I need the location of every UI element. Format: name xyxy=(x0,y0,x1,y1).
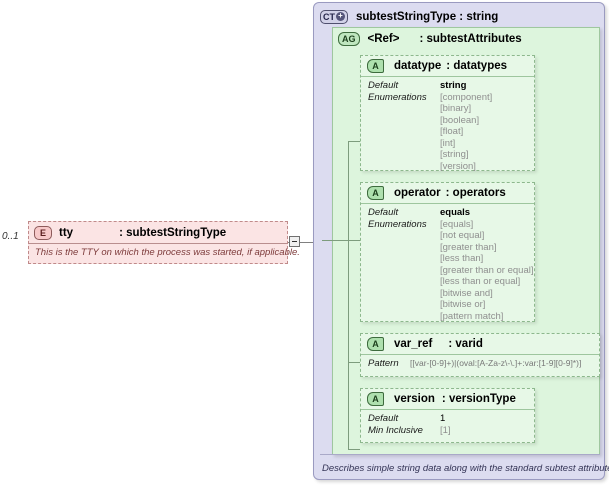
attribute-box-varref[interactable]: A var_ref : varid Pattern [[var-[0-9]+)|… xyxy=(360,333,600,377)
facet-value-default: string xyxy=(440,80,467,91)
facet-label-min-inclusive: Min Inclusive xyxy=(368,424,423,436)
facet-values-varref: [[var-[0-9]+)|(oval:[A-Za-z\-\.]+:var:[1… xyxy=(410,358,581,370)
complextype-box: CT+ subtestStringType : string AG <Ref> … xyxy=(313,2,609,480)
element-tty-box[interactable]: E tty : subtestStringType This is the TT… xyxy=(28,221,300,264)
plus-icon[interactable]: + xyxy=(336,12,345,21)
facet-value-min-inclusive: [1] xyxy=(440,424,451,436)
facet-value-enum: [bitwise and] xyxy=(440,287,493,299)
element-tty-header: E tty : subtestStringType xyxy=(29,222,287,244)
attributegroup-box[interactable]: AG <Ref> : subtestAttributes A datatype … xyxy=(322,27,600,455)
attribute-box-operator[interactable]: A operator : operators Default Enumerati… xyxy=(360,182,535,322)
facet-labels-operator: Default Enumerations xyxy=(368,207,440,322)
facet-value-enum: [string] xyxy=(440,149,469,160)
facet-values-version: 1 [1] xyxy=(440,413,451,436)
attribute-header-varref: A var_ref : varid xyxy=(361,334,599,355)
facet-value-enum: [version] xyxy=(440,160,476,172)
facets-version: Default Min Inclusive 1 [1] xyxy=(361,410,534,436)
attribute-box-version[interactable]: A version : versionType Default Min Incl… xyxy=(360,388,535,443)
tree-branch-version xyxy=(348,449,360,450)
attribute-type-varref: : varid xyxy=(448,338,483,350)
facet-value-enum: [pattern match] xyxy=(440,310,504,322)
attribute-type-datatype: : datatypes xyxy=(446,60,508,72)
attributegroup-type-label: : subtestAttributes xyxy=(419,33,522,45)
facet-value-enum: [less than] xyxy=(440,253,484,264)
attribute-name-operator: operator xyxy=(394,187,441,199)
attribute-type-version: : versionType xyxy=(441,393,516,405)
facet-value-default: 1 xyxy=(440,413,446,424)
attribute-name-version: version xyxy=(394,393,435,405)
attribute-badge-icon: A xyxy=(367,59,384,73)
element-tty-type: : subtestStringType xyxy=(119,226,227,239)
facet-labels-datatype: Default Enumerations xyxy=(368,80,440,172)
attributegroup-header: AG <Ref> : subtestAttributes xyxy=(333,28,599,50)
complextype-documentation: Describes simple string data along with … xyxy=(322,463,609,474)
facet-value-enum: [float] xyxy=(440,126,464,137)
facet-value-enum: [binary] xyxy=(440,103,472,114)
attribute-type-operator: : operators xyxy=(445,187,506,199)
facet-label-default: Default xyxy=(368,207,399,218)
element-tty-name: tty xyxy=(59,226,74,239)
attribute-header-operator: A operator : operators xyxy=(361,183,534,204)
footer-divider xyxy=(320,454,600,455)
tree-trunk-line xyxy=(348,141,349,449)
facet-values-datatype: string [component] [binary] [boolean] [f… xyxy=(440,80,492,172)
facet-value-enum: [boolean] xyxy=(440,114,480,126)
facet-value-default: equals xyxy=(440,207,471,218)
attribute-badge-icon: A xyxy=(367,392,384,406)
attribute-badge-icon: A xyxy=(367,186,384,200)
tree-branch-varref xyxy=(348,362,360,363)
facets-datatype: Default Enumerations string [component] … xyxy=(361,77,534,172)
attribute-badge-icon: A xyxy=(367,337,384,351)
facet-label-default: Default xyxy=(368,80,399,91)
element-badge-icon: E xyxy=(34,225,52,240)
complextype-header: CT+ subtestStringType : string xyxy=(314,3,604,27)
complextype-badge-icon: CT+ xyxy=(320,10,348,24)
facet-value-pattern: [[var-[0-9]+)|(oval:[A-Za-z\-\.]+:var:[1… xyxy=(410,358,582,368)
facet-labels-version: Default Min Inclusive xyxy=(368,413,440,436)
tree-branch-datatype xyxy=(348,141,360,142)
facet-value-enum: [not equal] xyxy=(440,230,485,241)
facets-varref: Pattern [[var-[0-9]+)|(oval:[A-Za-z\-\.]… xyxy=(361,355,599,370)
attributegroup-ref-label: <Ref> xyxy=(367,33,400,45)
facet-labels-varref: Pattern xyxy=(368,358,410,370)
connector-line-right xyxy=(300,242,314,243)
facet-value-enum: [bitwise or] xyxy=(440,299,486,310)
facet-label-enumerations: Enumerations xyxy=(368,91,427,103)
facet-value-enum: [greater than] xyxy=(440,241,497,253)
tree-inlet-line xyxy=(322,240,348,241)
collapse-toggle-icon[interactable] xyxy=(289,236,300,247)
attributegroup-badge-icon: AG xyxy=(338,32,360,46)
complextype-title: subtestStringType : string xyxy=(356,11,499,23)
facet-label-default: Default xyxy=(368,413,399,424)
attribute-box-datatype[interactable]: A datatype : datatypes Default Enumerati… xyxy=(360,55,535,172)
facet-value-enum: [int] xyxy=(440,137,456,149)
attribute-name-datatype: datatype xyxy=(394,60,442,72)
element-tty-documentation: This is the TTY on which the process was… xyxy=(35,247,300,258)
attribute-name-varref: var_ref xyxy=(394,338,433,350)
facet-value-enum: [less than or equal] xyxy=(440,276,521,287)
multiplicity-label: 0..1 xyxy=(2,231,19,242)
facet-label-pattern: Pattern xyxy=(368,358,399,369)
attribute-header-datatype: A datatype : datatypes xyxy=(361,56,534,77)
tree-branch-operator xyxy=(348,240,360,241)
facet-value-enum: [component] xyxy=(440,91,493,103)
facet-values-operator: equals [equals] [not equal] [greater tha… xyxy=(440,207,533,322)
facets-operator: Default Enumerations equals [equals] [no… xyxy=(361,204,534,322)
complextype-badge-text: CT xyxy=(323,12,335,22)
facet-value-enum: [greater than or equal] xyxy=(440,264,534,276)
facet-label-enumerations: Enumerations xyxy=(368,218,427,230)
attribute-header-version: A version : versionType xyxy=(361,389,534,410)
facet-value-enum: [equals] xyxy=(440,218,474,230)
